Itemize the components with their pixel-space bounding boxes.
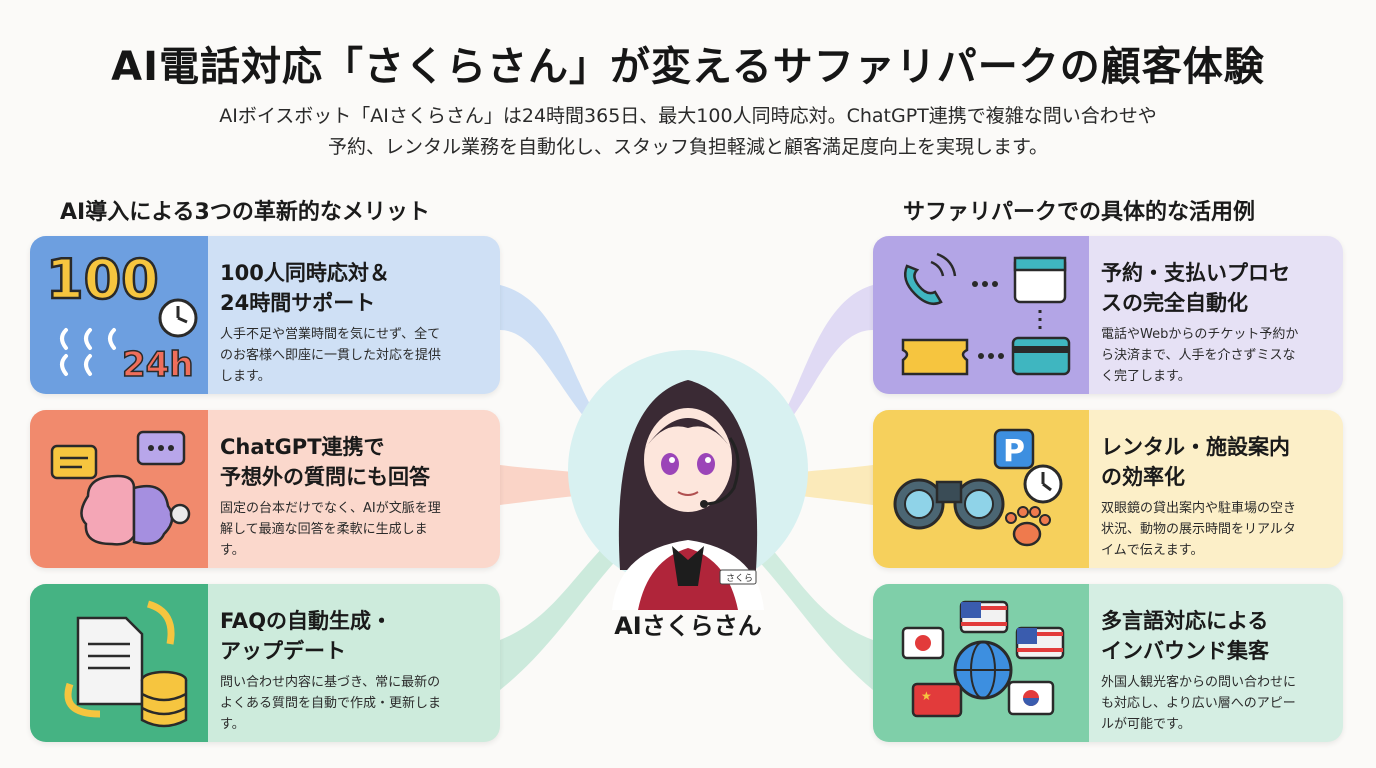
- merit-card-faq: FAQの自動生成・ アップデート 問い合わせ内容に基づき、常に最新の よくある質…: [30, 584, 500, 742]
- card-body: 外国人観光客からの問い合わせに も対応し、より広い層へのアピー ルが可能です。: [1101, 675, 1297, 732]
- icon-text-24h: 24h: [122, 345, 194, 385]
- usecase-card-reservation: 予約・支払いプロセ スの完全自動化 電話やWebからのチケット予約か ら決済まで…: [873, 236, 1343, 394]
- globe-flags-icon: ★: [873, 584, 1089, 742]
- card-body: 問い合わせ内容に基づき、常に最新の よくある質問を自動で作成・更新しま す。: [220, 675, 442, 732]
- right-section-heading: サファリパークでの具体的な活用例: [903, 200, 1256, 225]
- sakura-avatar: さくら: [568, 320, 808, 610]
- avatar-name: AIさくらさん: [614, 612, 762, 640]
- avatar-right-eye: [697, 453, 715, 475]
- avatar-left-eye: [661, 453, 679, 475]
- card-title: FAQの自動生成・ アップデート: [220, 609, 393, 663]
- card-body: 固定の台本だけでなく、AIが文脈を理 解して最適な回答を柔軟に生成しま す。: [220, 501, 441, 558]
- name-badge-text: さくら: [726, 573, 753, 584]
- card-title: 多言語対応による インバウンド集客: [1101, 609, 1269, 663]
- avatar-face: [644, 408, 732, 512]
- document-database-icon: [30, 584, 208, 742]
- subtitle-line-2: 予約、レンタル業務を自動化し、スタッフ負担軽減と顧客満足度向上を実現します。: [327, 136, 1049, 158]
- left-section-heading: AI導入による3つの革新的なメリット: [60, 200, 430, 225]
- card-body: 双眼鏡の貸出案内や駐車場の空き 状況、動物の展示時間をリアルタ イムで伝えます。: [1101, 501, 1297, 558]
- card-title: ChatGPT連携で 予想外の質問にも回答: [220, 435, 430, 489]
- page-title: AI電話対応「さくらさん」が変えるサファリパークの顧客体験: [111, 44, 1265, 90]
- name-badge: [719, 569, 757, 585]
- brain-chat-icon: [30, 410, 208, 568]
- card-body: 人手不足や営業時間を気にせず、全て のお客様へ即座に一貫した対応を提供 します。: [220, 327, 442, 384]
- icon-number-100: 100: [46, 248, 159, 311]
- usecase-card-rental: P レンタル・施設案内 の効率化 双眼鏡の貸出案内や駐車場の空き 状況、動物の展…: [873, 410, 1343, 568]
- phone-calendar-ticket-card-icon: [873, 236, 1089, 394]
- usecase-card-multilingual: ★ 多言語対応による インバウンド集客 外国人観光客からの問い合わせに も対応し…: [873, 584, 1343, 742]
- card-title: 予約・支払いプロセ スの完全自動化: [1101, 261, 1290, 315]
- merit-card-concurrent-support: 100 24h 100人同時応対＆ 24時間サポート 人手不足や営業時間を気にせ…: [30, 236, 500, 394]
- binoculars-parking-clock-paw-icon: P: [873, 410, 1089, 568]
- svg-text:★: ★: [921, 689, 932, 703]
- phones-clock-icon: 100 24h: [30, 236, 208, 394]
- parking-letter: P: [1003, 434, 1025, 469]
- card-body: 電話やWebからのチケット予約か ら決済まで、人手を介さずミスな く完了します。: [1101, 327, 1299, 384]
- avatar-ribbon: [672, 546, 704, 586]
- card-title: 100人同時応対＆ 24時間サポート: [220, 261, 390, 315]
- card-title: レンタル・施設案内 の効率化: [1101, 435, 1290, 489]
- merit-card-chatgpt: ChatGPT連携で 予想外の質問にも回答 固定の台本だけでなく、AIが文脈を理…: [30, 410, 500, 568]
- avatar-headset: [703, 437, 740, 506]
- subtitle-line-1: AIボイスボット「AIさくらさん」は24時間365日、最大100人同時応対。Ch…: [219, 105, 1157, 127]
